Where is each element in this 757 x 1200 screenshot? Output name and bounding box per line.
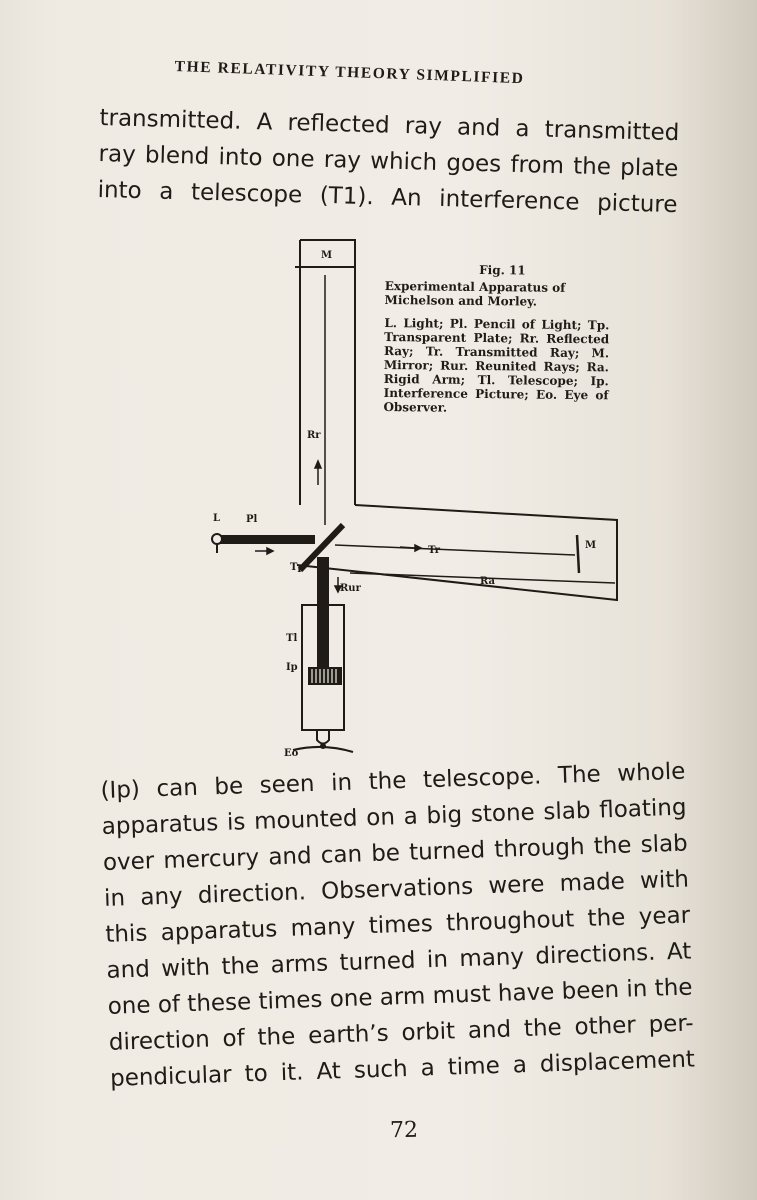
page-number: 72	[389, 1117, 419, 1144]
page-shadow	[667, 0, 757, 1200]
label-telescope: Tl	[286, 633, 298, 644]
transparent-plate	[297, 522, 346, 573]
reunited-rays-beam	[317, 557, 329, 667]
interference-picture-block	[308, 667, 342, 685]
label-interference: Ip	[286, 662, 298, 673]
eyepiece	[316, 730, 330, 745]
label-transmitted: Tr	[428, 545, 440, 556]
transmitted-ray-line	[334, 544, 576, 556]
light-source-icon	[211, 533, 223, 545]
label-eye: Eo	[284, 748, 299, 759]
label-light: L	[213, 513, 221, 524]
label-arm: Ra	[480, 576, 496, 587]
horizontal-arm-outline	[296, 504, 618, 602]
label-plate: Tp	[290, 562, 305, 573]
label-mirror-right: M	[585, 540, 597, 551]
bottom-paragraph: (Ip) can be seen in the telescope. The w…	[100, 754, 695, 1097]
label-reunited: Rur	[340, 583, 361, 594]
label-reflected: Rr	[307, 430, 321, 441]
top-paragraph: transmitted. A reflected ray and a trans…	[97, 100, 680, 223]
label-mirror-top: M	[321, 250, 333, 261]
figure-legend: L. Light; Pl. Pencil of Light; Tp. Trans…	[383, 315, 610, 415]
running-head: THE RELATIVITY THEORY SIMPLIFIED	[174, 58, 525, 88]
transmitted-arrow	[399, 546, 416, 549]
arm-lower-line	[349, 572, 616, 584]
apparatus-diagram	[211, 239, 618, 753]
figure-caption: Fig. 11 Experimental Apparatus of Michel…	[383, 262, 610, 416]
label-pencil: Pl	[246, 514, 258, 525]
figure-title: Experimental Apparatus of Michelson and …	[384, 278, 566, 309]
figure-number: Fig. 11	[479, 262, 526, 278]
vertical-arm-right-edge	[300, 239, 356, 505]
light-pencil	[220, 535, 315, 544]
right-mirror-line	[575, 534, 581, 574]
